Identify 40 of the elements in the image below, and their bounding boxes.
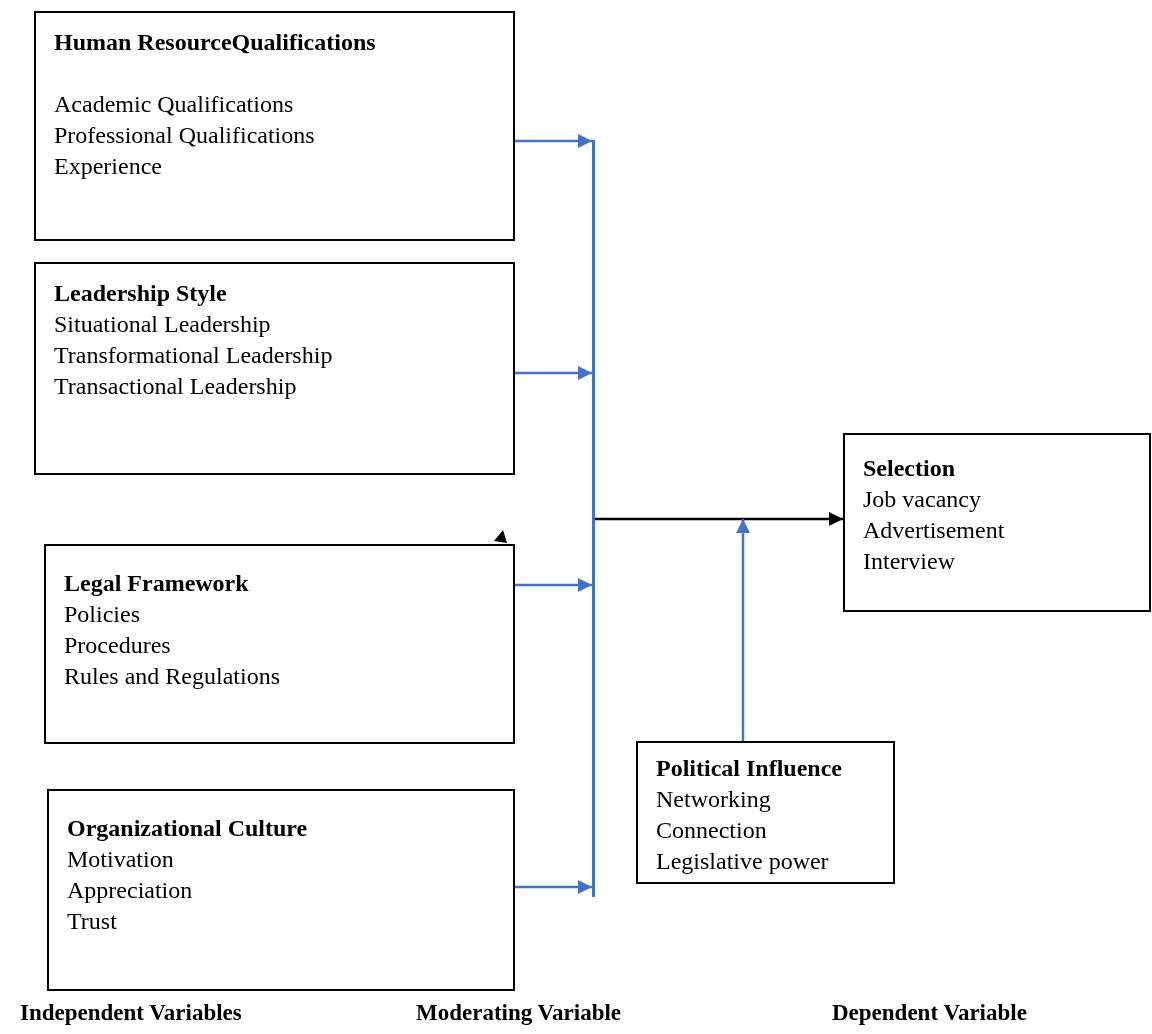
list-item: Procedures bbox=[64, 631, 171, 660]
arrow bbox=[595, 512, 843, 526]
arrow bbox=[515, 578, 592, 592]
list-item: Connection bbox=[656, 816, 767, 845]
column-caption: Dependent Variable bbox=[832, 1000, 1027, 1026]
list-item: Academic Qualifications bbox=[54, 90, 294, 119]
list-item: Appreciation bbox=[67, 876, 193, 905]
list-item: Advertisement bbox=[863, 516, 1005, 545]
column-caption: Independent Variables bbox=[20, 1000, 242, 1026]
arrow bbox=[515, 880, 592, 894]
box-heading: Leadership Style bbox=[54, 279, 227, 308]
list-item: Trust bbox=[67, 907, 117, 936]
list-item: Legislative power bbox=[656, 847, 829, 876]
list-item: Interview bbox=[863, 547, 955, 576]
list-item: Rules and Regulations bbox=[64, 662, 280, 691]
list-item: Experience bbox=[54, 152, 162, 181]
box-heading: Human ResourceQualifications bbox=[54, 28, 376, 57]
list-item: Professional Qualifications bbox=[54, 121, 315, 150]
arrow bbox=[515, 134, 592, 148]
box-heading: Selection bbox=[863, 454, 955, 483]
list-item: Policies bbox=[64, 600, 140, 629]
variable-box bbox=[47, 789, 515, 991]
variable-box bbox=[34, 11, 515, 241]
variable-box bbox=[843, 433, 1151, 612]
list-item: Motivation bbox=[67, 845, 174, 874]
arrow bbox=[736, 519, 750, 741]
variable-box bbox=[44, 544, 515, 744]
list-item: Job vacancy bbox=[863, 485, 981, 514]
column-caption: Moderating Variable bbox=[416, 1000, 622, 1026]
box-heading: Legal Framework bbox=[64, 569, 249, 598]
list-item: Transformational Leadership bbox=[54, 341, 333, 370]
arrow bbox=[515, 366, 592, 380]
box-heading: Political Influence bbox=[656, 754, 842, 783]
box-heading: Organizational Culture bbox=[67, 814, 308, 843]
merge-bar bbox=[592, 140, 595, 897]
variable-box bbox=[636, 741, 895, 884]
list-item: Transactional Leadership bbox=[54, 372, 297, 401]
variable-box bbox=[34, 262, 515, 475]
list-item: Situational Leadership bbox=[54, 310, 271, 339]
list-item: Networking bbox=[656, 785, 771, 814]
